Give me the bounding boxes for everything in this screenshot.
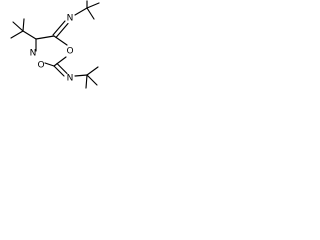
atom-label-o-ring-top: O (66, 47, 73, 57)
bond (12, 21, 24, 32)
bond (55, 22, 69, 39)
bond (85, 74, 88, 89)
bond (86, 7, 95, 20)
atom-label-o-ring-bottom: O (37, 61, 44, 71)
bond (86, 74, 98, 86)
bond (53, 56, 67, 67)
bond (53, 35, 68, 46)
bonds (10, 0, 100, 89)
atom-labels: N O N O N (30, 14, 74, 84)
bond (22, 30, 37, 40)
bond (35, 35, 55, 40)
atom-label-n-ring: N (30, 49, 37, 59)
bond (10, 30, 24, 39)
bond (86, 66, 99, 76)
bond (74, 7, 88, 16)
bond (22, 18, 25, 32)
bond (44, 62, 55, 67)
bond (53, 65, 65, 77)
atom-label-n-imine-top: N (67, 14, 74, 24)
atom-label-n-imine-bottom: N (67, 74, 74, 84)
molecule-structure: N O N O N (10, 0, 100, 89)
bond (56, 62, 68, 75)
bond (52, 20, 66, 36)
bond (86, 2, 100, 9)
bond (74, 74, 88, 77)
